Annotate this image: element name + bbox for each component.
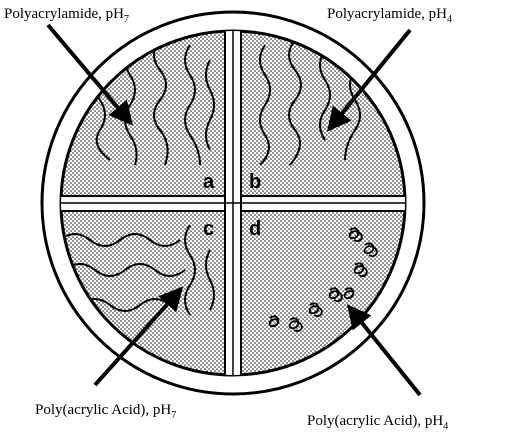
quadrant-b-label: b — [249, 171, 261, 193]
label-top-left: Polyacrylamide, pH7 — [4, 6, 129, 25]
quadrant-d-label: d — [249, 218, 261, 240]
label-bottom-right: Poly(acrylic Acid), pH4 — [307, 413, 448, 432]
quadrant-c-label: c — [203, 218, 214, 240]
label-bottom-left: Poly(acrylic Acid), pH7 — [35, 402, 176, 421]
label-top-right: Polyacrylamide, pH4 — [327, 6, 452, 25]
quadrant-a-label: a — [203, 171, 215, 193]
